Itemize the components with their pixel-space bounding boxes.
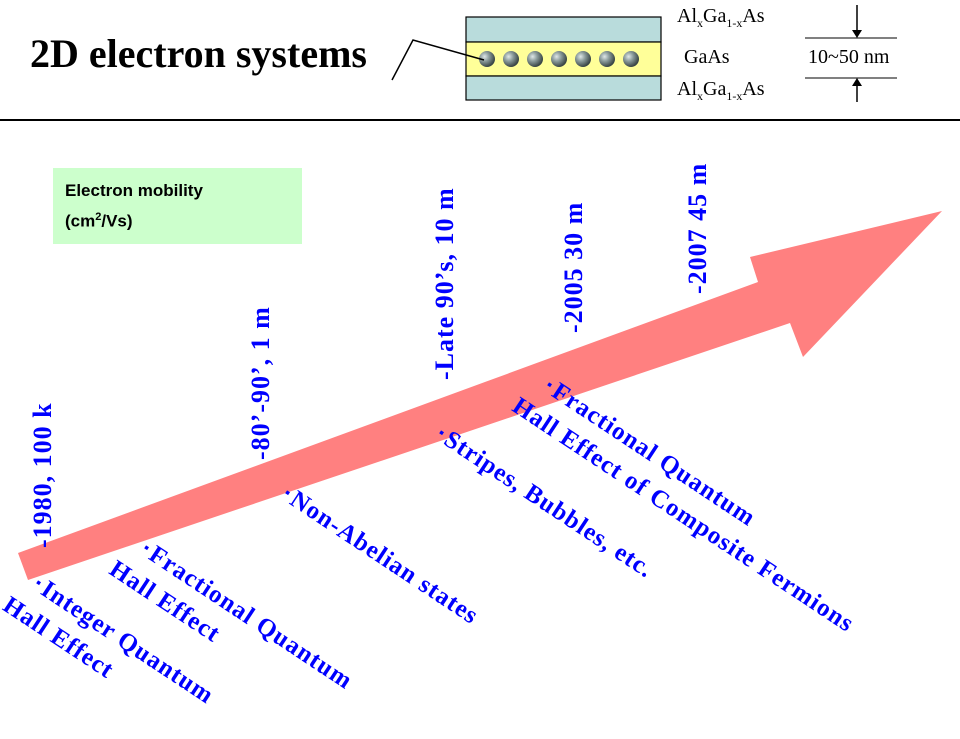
bottom-layer-label: AlxGa1-xAs [677,78,765,104]
barrier-layer-top [465,16,662,43]
formula-text: Ga [703,78,727,100]
legend-line-2: (cm2/Vs) [65,204,302,235]
arrowhead-down-icon [852,30,862,38]
milestone-label: -Late 90’s, 10 m [430,187,459,380]
formula-text: As [742,78,765,100]
formula-text: As [742,5,765,27]
slide: 2D electron systems [0,5,960,709]
thickness-label: 10~50 nm [808,46,890,68]
formula-text: Al [677,78,697,100]
electron-dot [623,51,639,67]
diagram-graphics [0,5,960,580]
milestone-label: -80’-90’, 1 m [246,306,275,460]
formula-subscript: 1-x [726,89,743,103]
milestone-label: -1980, 100 k [28,402,57,548]
mobility-trend-arrow [18,211,942,580]
middle-layer-label: GaAs [684,46,730,68]
formula-text: Al [677,5,697,27]
arrowhead-up-icon [852,78,862,86]
electron-dot [479,51,495,67]
electron-dot [551,51,567,67]
barrier-layer-bottom [465,75,662,101]
legend-line-1: Electron mobility [65,181,203,200]
electron-dot [503,51,519,67]
formula-subscript: x [697,16,703,30]
milestone-label: -2005 30 m [559,201,588,333]
electron-dot [527,51,543,67]
top-layer-label: AlxGa1-xAs [677,5,765,31]
formula-subscript: x [697,89,703,103]
legend-unit-text: (cm [65,211,96,231]
formula-subscript: 1-x [726,16,743,30]
milestone-label: -2007 45 m [683,162,712,294]
legend-unit-superscript: 2 [95,211,102,223]
electron-dot [575,51,591,67]
formula-text: Ga [703,5,727,27]
mobility-legend-box: Electron mobility (cm2/Vs) [53,168,302,244]
pointer-line [391,39,485,81]
legend-unit-text: /Vs) [101,211,133,231]
slide-title: 2D electron systems [30,31,367,76]
electron-dot [599,51,615,67]
